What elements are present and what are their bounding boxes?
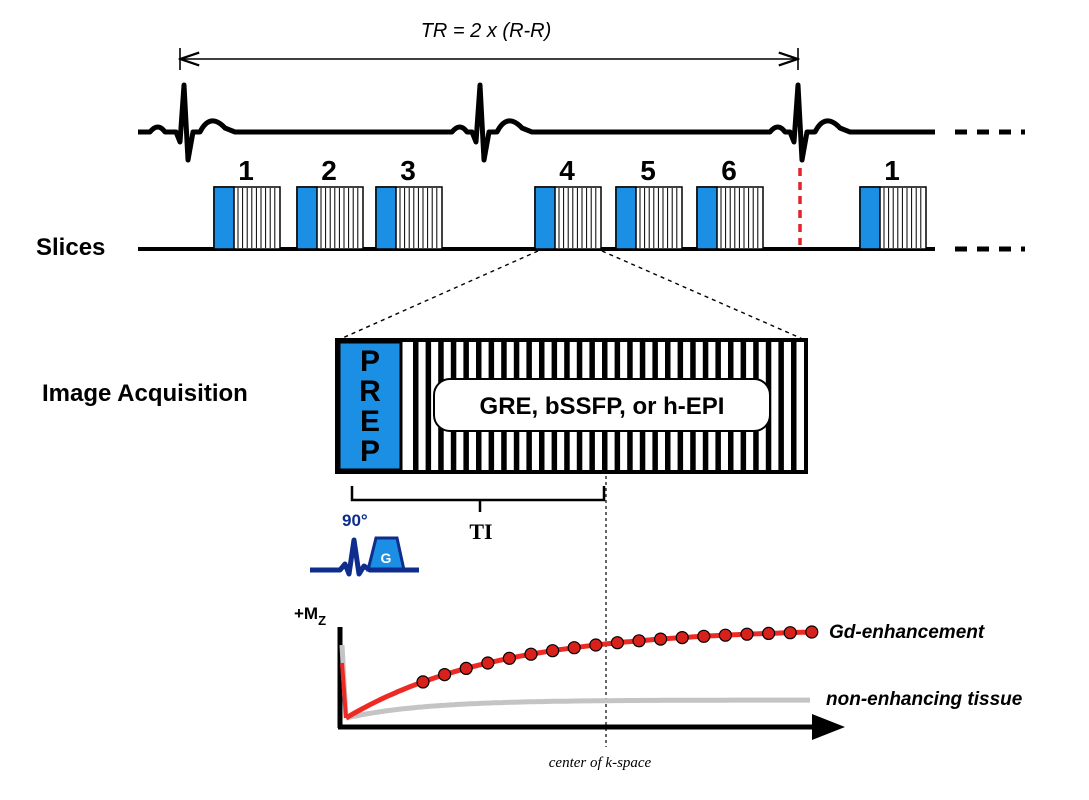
gd-enhancement-marker (610, 636, 625, 650)
rf-pulse-waveform (310, 537, 419, 577)
gd-enhancement-marker (416, 675, 430, 689)
y-axis-label-main: +M (294, 604, 318, 623)
slice-number: 1 (884, 155, 900, 186)
gd-enhancement-marker (502, 651, 516, 665)
slice-blocks: 1 2 3 4 5 6 1 (213, 155, 927, 250)
slice-number: 2 (321, 155, 337, 186)
gd-enhancement-marker (589, 638, 603, 652)
gd-enhancement-marker (567, 641, 581, 655)
readout-label-box (433, 378, 771, 432)
readout-stripe (791, 342, 797, 470)
gd-enhancement-marker (697, 629, 711, 643)
slice-number: 5 (640, 155, 656, 186)
slice-block: 3 (375, 155, 443, 250)
image-acquisition-label: Image Acquisition (42, 380, 248, 407)
non-enhancing-label: non-enhancing tissue (826, 689, 1023, 710)
slice-block: 4 (534, 155, 602, 250)
readout-stripe (413, 342, 419, 470)
gd-enhancement-marker (545, 644, 560, 658)
gd-enhancement-marker (783, 626, 797, 640)
slice-block: 5 (615, 155, 683, 250)
slices-label: Slices (36, 234, 105, 261)
signal-plot: +MZ Gd-enhancement non-enhancing tissue (294, 604, 1023, 740)
x-axis-arrowhead (812, 714, 845, 740)
slice-prep-segment (534, 186, 556, 250)
enhanced-curve-initial (340, 662, 348, 719)
readout-label: GRE, bSSFP, or h-EPI (480, 393, 725, 420)
zoom-line-right (601, 250, 806, 341)
slice-prep-segment (859, 186, 881, 250)
zoom-line-left (337, 250, 539, 341)
gd-enhancement-marker (653, 632, 668, 646)
slice-block: 6 (696, 155, 764, 250)
gd-enhancement-marker (524, 647, 538, 661)
y-axis-label: +MZ (294, 604, 326, 628)
gd-enhancement-marker (675, 630, 689, 645)
gradient-label: G (381, 550, 392, 566)
ecg-trace (138, 82, 935, 163)
readout-stripe (778, 342, 784, 470)
slice-number: 1 (238, 155, 254, 186)
y-axis-label-subscript: Z (318, 613, 326, 628)
gd-enhancement-marker (438, 667, 452, 682)
gd-enhancement-marker (459, 661, 473, 676)
prep-pulse-icon: 90° G (310, 511, 419, 577)
gd-enhancement-marker (761, 626, 776, 641)
slice-block: 2 (296, 155, 364, 250)
prep-block (337, 340, 403, 472)
prep-letter-1: P (360, 345, 380, 378)
prep-letter-3: E (360, 405, 380, 438)
gd-enhancement-marker (632, 634, 646, 648)
ti-label: TI (469, 519, 492, 544)
gd-enhancement-label: Gd-enhancement (829, 622, 985, 643)
prep-letter-2: R (359, 375, 381, 408)
slice-number: 3 (400, 155, 416, 186)
readout-stripe (425, 342, 432, 470)
center-kspace-label: center of k-space (549, 755, 652, 771)
slice-block: 1 (859, 155, 927, 250)
pulse-angle-label: 90° (342, 511, 368, 530)
slice-prep-segment (296, 186, 318, 250)
tr-label: TR = 2 x (R-R) (421, 20, 552, 42)
gd-enhancement-marker (718, 628, 733, 642)
gd-enhancement-markers (416, 625, 819, 689)
slice-number: 4 (559, 155, 575, 186)
slice-prep-segment (375, 186, 397, 250)
slice-prep-segment (696, 186, 718, 250)
slice-block: 1 (213, 155, 281, 250)
gd-enhancement-marker (740, 627, 754, 641)
prep-letter-4: P (360, 435, 380, 468)
slice-number: 6 (721, 155, 737, 186)
gd-enhancement-marker (481, 656, 495, 670)
gd-enhancement-marker (805, 625, 819, 639)
ti-brace (350, 486, 606, 512)
slice-prep-segment (615, 186, 637, 250)
slice-prep-segment (213, 186, 235, 250)
non-enhancing-curve (345, 697, 810, 721)
